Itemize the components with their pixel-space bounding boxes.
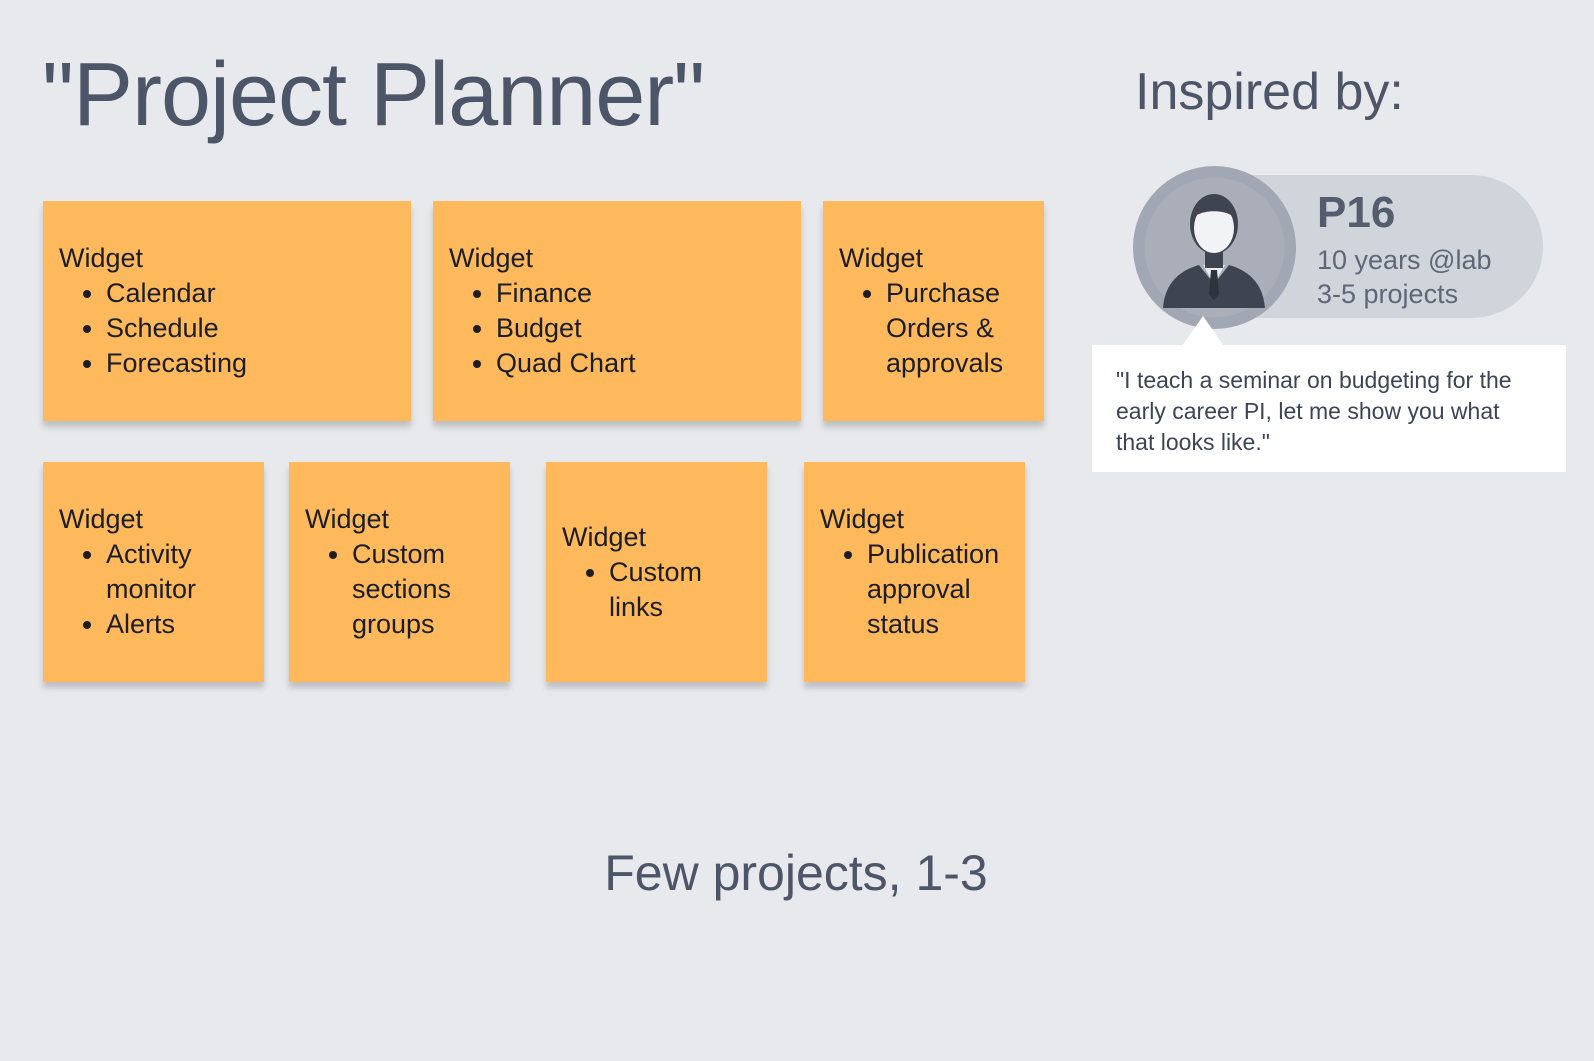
sticky-note-custom-links-widget: Widget Custom links: [546, 462, 767, 682]
persona-id: P16: [1317, 188, 1396, 237]
note-item: Purchase Orders & approvals: [886, 276, 1028, 381]
note-item: Schedule: [106, 311, 395, 346]
note-list: Publication approval status: [820, 537, 1009, 642]
note-item: Finance: [496, 276, 785, 311]
note-item: Quad Chart: [496, 346, 785, 381]
note-heading: Widget: [449, 243, 534, 273]
sticky-note-activity-widget: Widget Activity monitor Alerts: [43, 462, 264, 682]
note-heading: Widget: [59, 243, 144, 273]
note-list: Finance Budget Quad Chart: [449, 276, 785, 381]
sticky-note-finance-widget: Widget Finance Budget Quad Chart: [433, 201, 801, 421]
note-heading: Widget: [562, 521, 647, 552]
inspired-heading: Inspired by:: [1135, 63, 1404, 121]
persona-tenure: 10 years @lab: [1317, 245, 1492, 275]
note-item: Alerts: [106, 607, 248, 642]
note-heading: Widget: [305, 504, 390, 534]
note-item: Activity monitor: [106, 537, 248, 607]
sticky-note-custom-sections-widget: Widget Custom sections groups: [289, 462, 510, 682]
footer-text: Few projects, 1-3: [604, 845, 988, 901]
persona-projects: 3-5 projects: [1317, 279, 1459, 309]
person-avatar-icon: [1133, 166, 1296, 329]
note-list: Custom links: [562, 555, 751, 625]
note-heading: Widget: [839, 243, 924, 273]
note-list: Purchase Orders & approvals: [839, 276, 1028, 381]
note-list: Custom sections groups: [305, 537, 494, 642]
note-item: Custom sections groups: [352, 537, 494, 642]
note-heading: Widget: [820, 504, 905, 534]
note-item: Forecasting: [106, 346, 395, 381]
persona-quote: "I teach a seminar on budgeting for the …: [1092, 345, 1566, 472]
note-heading: Widget: [59, 504, 144, 534]
note-item: Budget: [496, 311, 785, 346]
sticky-note-publication-widget: Widget Publication approval status: [804, 462, 1025, 682]
note-list: Activity monitor Alerts: [59, 537, 248, 642]
sticky-note-calendar-widget: Widget Calendar Schedule Forecasting: [43, 201, 411, 421]
board-title: "Project Planner": [42, 45, 705, 145]
quote-bubble-tail: [1182, 316, 1224, 346]
note-list: Calendar Schedule Forecasting: [59, 276, 395, 381]
note-item: Publication approval status: [867, 537, 1009, 642]
note-item: Calendar: [106, 276, 395, 311]
note-item: Custom links: [609, 555, 751, 625]
footer-caption: Few projects, 1-3: [0, 848, 1594, 898]
sticky-note-purchase-widget: Widget Purchase Orders & approvals: [823, 201, 1044, 421]
